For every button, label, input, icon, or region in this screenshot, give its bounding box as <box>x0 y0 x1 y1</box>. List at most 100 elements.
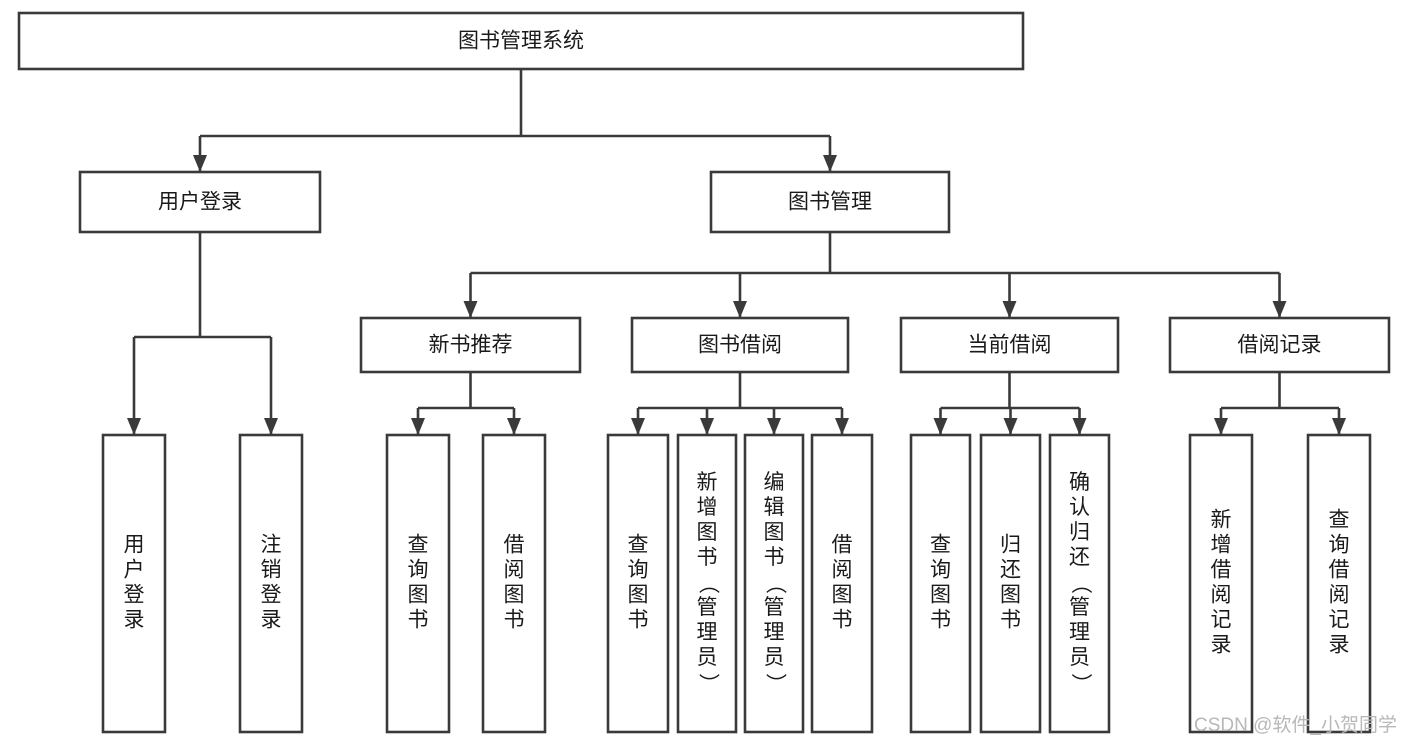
nodes-layer: 图书管理系统用户登录图书管理新书推荐图书借阅当前借阅借阅记录用户登录用户登录注销… <box>17 11 1391 734</box>
node-label-char: 询 <box>628 559 649 582</box>
node-label-char: 归 <box>1000 534 1021 557</box>
node-label-char: 员 <box>1069 646 1090 669</box>
node-leaf-borrow-book-2[interactable]: 借阅图书借阅图书 <box>810 433 874 734</box>
node-label-char: 用 <box>124 534 145 557</box>
node-box <box>238 433 304 734</box>
node-leaf-return-book[interactable]: 归还图书归还图书 <box>979 433 1042 734</box>
node-box <box>909 433 972 734</box>
node-label-char: 理 <box>697 621 718 644</box>
node-label-char: 书 <box>408 609 429 632</box>
node-label-char: 管 <box>697 596 718 619</box>
node-box <box>78 170 322 234</box>
node-label-char: 借 <box>1329 559 1350 582</box>
node-leaf-query-book-3[interactable]: 查询图书查询图书 <box>909 433 972 734</box>
node-label-char: 确 <box>1069 471 1090 494</box>
node-leaf-query-book-1[interactable]: 查询图书查询图书 <box>385 433 451 734</box>
node-label: 图书管理 <box>788 191 872 214</box>
node-borrow-record[interactable]: 借阅记录 <box>1168 316 1391 374</box>
node-label-char: 图 <box>930 584 951 607</box>
node-label-char: 录 <box>1211 634 1232 657</box>
node-label: 当前借阅 <box>968 334 1052 357</box>
node-box <box>101 433 167 734</box>
node-label-char: 阅 <box>1329 584 1350 607</box>
node-label-char: 查 <box>408 534 429 557</box>
node-leaf-user-login[interactable]: 用户登录用户登录 <box>101 433 167 734</box>
node-label-char: 理 <box>1069 621 1090 644</box>
node-label-char: 借 <box>1211 559 1232 582</box>
node-box <box>481 433 547 734</box>
node-label-char: 登 <box>124 584 145 607</box>
node-label-char: 借 <box>832 534 853 557</box>
node-box <box>359 316 582 374</box>
node-label: 图书借阅 <box>698 334 782 357</box>
node-label-char: ） <box>696 673 719 694</box>
node-label-char: 户 <box>124 559 145 582</box>
node-label-char: 销 <box>261 559 282 582</box>
node-current-borrow[interactable]: 当前借阅 <box>899 316 1120 374</box>
node-label-char: 管 <box>764 596 785 619</box>
node-leaf-query-book-2[interactable]: 查询图书查询图书 <box>606 433 670 734</box>
node-label-char: ） <box>763 673 786 694</box>
node-label-char: 图 <box>628 584 649 607</box>
csdn-watermark: CSDN @软件_小贺同学 <box>1194 714 1397 736</box>
node-label-char: 查 <box>1329 509 1350 532</box>
node-label-char: 图 <box>504 584 525 607</box>
node-label-char: 辑 <box>764 496 785 519</box>
node-label-char: 书 <box>930 609 951 632</box>
node-book-manage[interactable]: 图书管理 <box>709 170 951 234</box>
node-label-char: 登 <box>261 584 282 607</box>
node-label-char: 阅 <box>832 559 853 582</box>
node-box <box>385 433 451 734</box>
node-label-char: 书 <box>1000 609 1021 632</box>
node-label-char: 图 <box>697 521 718 544</box>
node-box <box>899 316 1120 374</box>
node-label-char: 新 <box>697 471 718 494</box>
node-box <box>743 433 805 734</box>
node-book-borrow[interactable]: 图书借阅 <box>630 316 850 374</box>
node-box <box>709 170 951 234</box>
node-label-char: ） <box>1069 673 1092 694</box>
node-label-char: 书 <box>697 546 718 569</box>
node-label-char: 图 <box>832 584 853 607</box>
node-label-char: 记 <box>1329 609 1350 632</box>
node-label: 新书推荐 <box>429 334 513 357</box>
node-label: 图书管理系统 <box>458 30 584 53</box>
node-label-char: （ <box>763 573 786 594</box>
node-label-char: 员 <box>697 646 718 669</box>
node-label-char: 书 <box>832 609 853 632</box>
node-label-char: 阅 <box>504 559 525 582</box>
node-label-char: 还 <box>1000 559 1021 582</box>
node-label-char: 录 <box>1329 634 1350 657</box>
node-label-char: 借 <box>504 534 525 557</box>
node-label-char: 理 <box>764 621 785 644</box>
node-label-char: 阅 <box>1211 584 1232 607</box>
node-label-char: 认 <box>1069 496 1090 519</box>
node-root[interactable]: 图书管理系统 <box>17 11 1025 71</box>
node-label-char: 录 <box>261 609 282 632</box>
node-label-char: 新 <box>1211 509 1232 532</box>
connectors-layer <box>127 69 1346 435</box>
node-user-login[interactable]: 用户登录 <box>78 170 322 234</box>
node-leaf-query-record[interactable]: 查询借阅记录查询借阅记录 <box>1306 433 1372 734</box>
node-box <box>1168 316 1391 374</box>
node-leaf-add-record[interactable]: 新增借阅记录新增借阅记录 <box>1188 433 1254 734</box>
node-box <box>979 433 1042 734</box>
node-box <box>1048 433 1111 734</box>
node-new-book-rec[interactable]: 新书推荐 <box>359 316 582 374</box>
node-label-char: 管 <box>1069 596 1090 619</box>
node-label-char: 录 <box>124 609 145 632</box>
node-label-char: 询 <box>930 559 951 582</box>
node-label: 借阅记录 <box>1238 334 1322 357</box>
node-label-char: 图 <box>408 584 429 607</box>
node-label-char: 编 <box>764 471 785 494</box>
node-label-char: 询 <box>1329 534 1350 557</box>
node-label-char: 书 <box>628 609 649 632</box>
node-label-char: 图 <box>764 521 785 544</box>
node-box <box>1306 433 1372 734</box>
node-leaf-borrow-book-1[interactable]: 借阅图书借阅图书 <box>481 433 547 734</box>
node-leaf-logout[interactable]: 注销登录注销登录 <box>238 433 304 734</box>
